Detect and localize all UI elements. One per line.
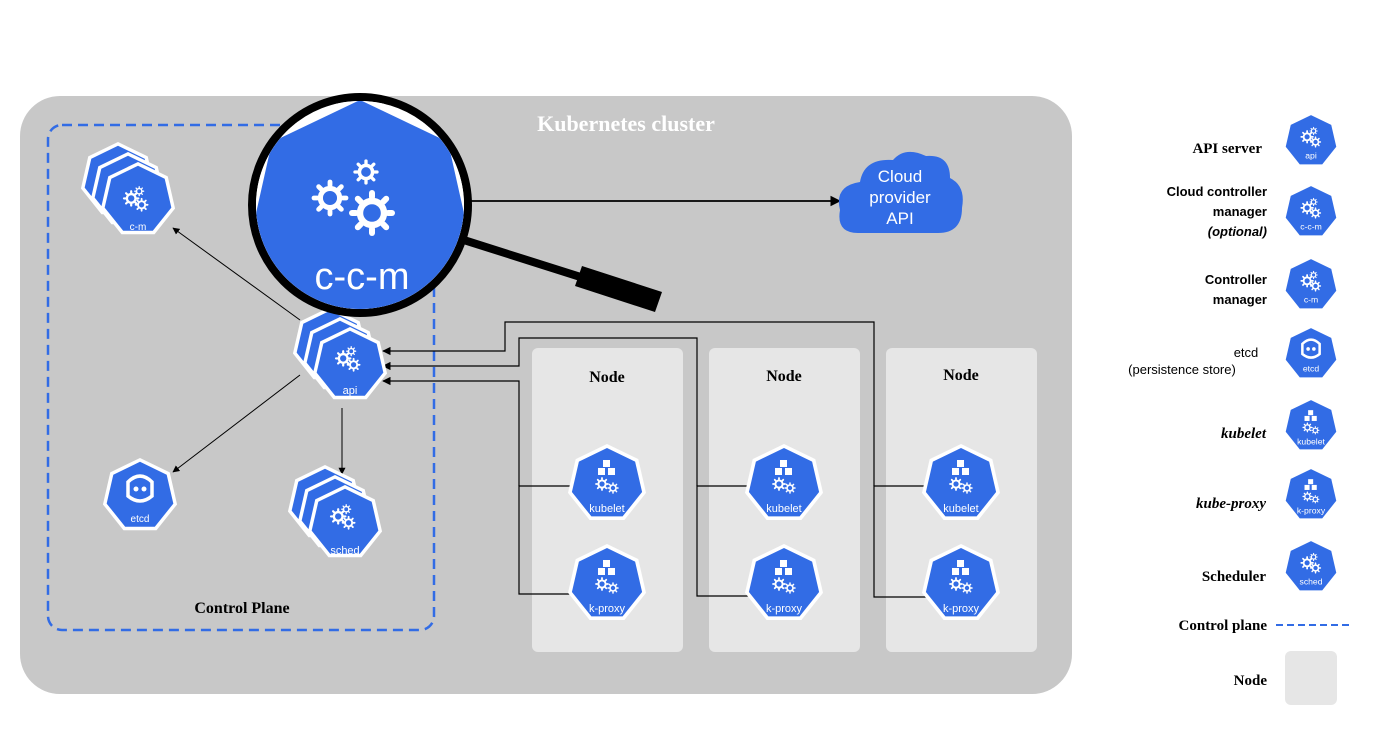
node-2-title: Node: [766, 368, 802, 385]
legend-control-plane-label: Control plane: [1179, 618, 1268, 634]
api-server-icon: api: [292, 307, 388, 400]
cloud-line1: Cloud: [878, 167, 922, 186]
legend-ccm-icon-label: c-c-m: [1300, 221, 1322, 231]
cluster-title: Kubernetes cluster: [537, 111, 715, 136]
legend-ccm-line1: Cloud controller: [1167, 184, 1267, 199]
legend-ccm-line2: manager: [1213, 204, 1267, 219]
legend-etcd-line1: etcd: [1234, 345, 1259, 360]
node-2-kproxy-label: k-proxy: [766, 603, 803, 615]
legend-cm-line1: Controller: [1205, 272, 1267, 287]
legend-ccm-line3: (optional): [1208, 224, 1267, 239]
magnifying-glass-icon: c-c-m: [248, 93, 662, 317]
legend-cm-icon-label: c-m: [1304, 294, 1318, 304]
scheduler-label: sched: [330, 545, 359, 557]
node-1-title: Node: [589, 369, 625, 386]
cloud-provider-api: Cloud provider API: [838, 151, 963, 233]
node-api-connections: [382, 321, 961, 598]
cloud-line3: API: [886, 209, 913, 228]
etcd-label: etcd: [131, 514, 150, 525]
legend-api-icon: api: [1282, 112, 1340, 167]
legend-etcd-icon-label: etcd: [1303, 363, 1320, 373]
legend-kube-proxy-label: kube-proxy: [1196, 496, 1266, 512]
node-1-kubelet-label: kubelet: [589, 503, 624, 515]
node-2-kproxy-icon: k-proxy: [745, 544, 823, 620]
node-3-kproxy-icon: k-proxy: [922, 544, 1000, 620]
ccm-label: c-c-m: [315, 256, 410, 298]
legend-kubelet-icon-label: kubelet: [1297, 437, 1325, 447]
control-plane-boundary: [46, 123, 436, 632]
legend-kproxy-icon: k-proxy: [1282, 466, 1340, 521]
legend-scheduler-icon: sched: [1282, 538, 1340, 593]
legend: API server api Cloud controller manager …: [1128, 112, 1350, 705]
cloud-line2: provider: [869, 188, 931, 207]
legend-cm-line2: manager: [1213, 292, 1267, 307]
legend-etcd-icon: etcd: [1282, 325, 1340, 380]
node-3-kubelet-label: kubelet: [943, 503, 978, 515]
legend-node-label: Node: [1234, 673, 1268, 689]
legend-node-swatch: [1285, 651, 1337, 705]
legend-scheduler-label: Scheduler: [1202, 569, 1267, 585]
legend-cm-icon: c-m: [1282, 256, 1340, 311]
node-1-kubelet-icon: kubelet: [568, 444, 646, 520]
node-3-title: Node: [943, 367, 979, 384]
legend-kubelet-label: kubelet: [1221, 426, 1267, 442]
node-2-kubelet-label: kubelet: [766, 503, 801, 515]
api-connections: [172, 227, 346, 475]
scheduler-icon: sched: [287, 465, 383, 558]
legend-kubelet-icon: kubelet: [1282, 397, 1340, 452]
controller-manager-icon: c-m: [80, 142, 176, 235]
legend-scheduler-icon-label: sched: [1299, 576, 1322, 586]
etcd-icon: etcd: [102, 458, 178, 531]
api-server-label: api: [343, 385, 358, 397]
legend-etcd-line2: (persistence store): [1128, 362, 1236, 377]
node-1-kproxy-icon: k-proxy: [568, 544, 646, 620]
node-1-kproxy-label: k-proxy: [589, 603, 626, 615]
legend-api-icon-label: api: [1305, 150, 1317, 160]
node-2-kubelet-icon: kubelet: [745, 444, 823, 520]
node-3-kproxy-label: k-proxy: [943, 603, 980, 615]
controller-manager-label: c-m: [130, 222, 147, 233]
legend-ccm-icon: c-c-m: [1282, 183, 1340, 238]
control-plane-label: Control Plane: [194, 600, 289, 617]
node-3-kubelet-icon: kubelet: [922, 444, 1000, 520]
legend-kproxy-icon-label: k-proxy: [1297, 506, 1326, 516]
legend-api-server-label: API server: [1192, 141, 1262, 157]
